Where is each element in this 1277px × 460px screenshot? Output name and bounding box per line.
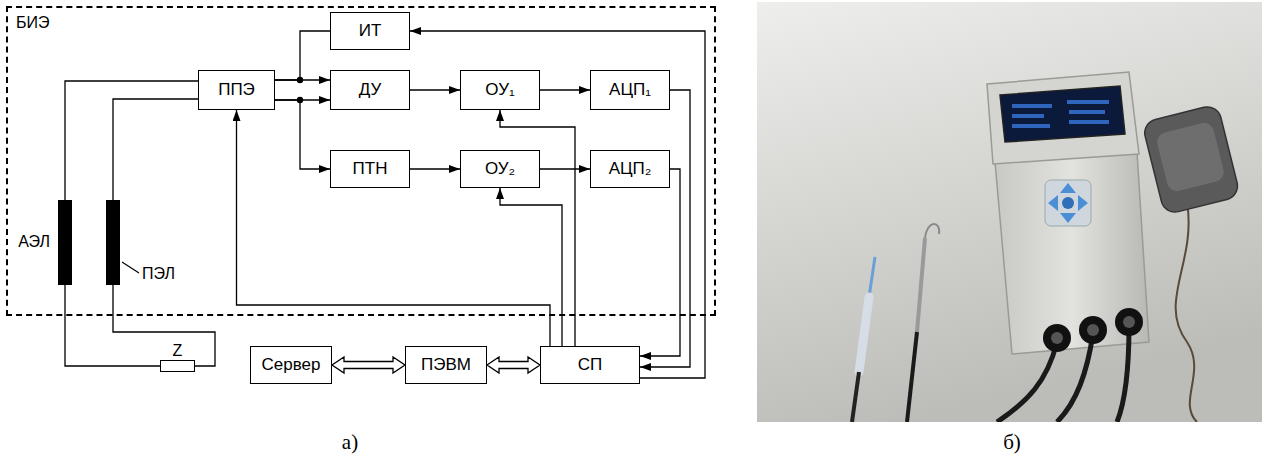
block-label: ИТ [359, 21, 382, 41]
function-block: ИТ [330, 12, 410, 50]
block-label: ПТН [353, 159, 388, 179]
keypad [1045, 180, 1091, 226]
wire [275, 31, 330, 80]
signal-arrow [640, 169, 680, 356]
load-impedance: Z [160, 360, 195, 372]
block-label: ПЭВМ [421, 355, 471, 375]
function-block: ОУ₁ [460, 70, 540, 110]
function-block: ОУ₂ [460, 150, 540, 188]
function-block: ППЭ [198, 70, 275, 110]
signal-arrow [500, 188, 562, 346]
function-block: ПТН [330, 150, 410, 188]
block-label: Сервер [262, 355, 321, 375]
function-block: ПЭВМ [405, 346, 487, 384]
block-label: ОУ₁ [485, 80, 514, 100]
function-block: СП [540, 346, 640, 384]
function-block: АЦП₂ [590, 150, 670, 188]
part-label: Z [173, 341, 183, 360]
function-block: ДУ [330, 70, 410, 110]
subfigure-label: б) [1003, 430, 1021, 454]
signal-arrow [237, 110, 551, 346]
data-link-arrow [332, 357, 405, 373]
part-label: ПЭЛ [142, 264, 175, 283]
signal-arrow [540, 89, 590, 90]
signal-arrow [410, 168, 460, 169]
block-label: АЦП₂ [609, 159, 652, 179]
device-photo [757, 2, 1262, 422]
block-label: СП [578, 355, 603, 375]
signal-arrow [410, 31, 705, 378]
probe-wire [907, 224, 939, 422]
part-label: АЭЛ [18, 232, 50, 251]
electrode: ПЭЛ [106, 200, 120, 285]
block-label: ДУ [359, 80, 382, 100]
photo-background [757, 2, 1262, 422]
signal-arrow [540, 168, 590, 169]
electrode: АЭЛ [58, 200, 72, 285]
block-label: АЦП₁ [609, 80, 651, 100]
foot-pedal [1142, 104, 1241, 422]
function-block: АЦП₁ [590, 70, 670, 110]
wire [113, 99, 198, 200]
probe-pen [852, 257, 875, 422]
function-block: Сервер [250, 346, 332, 384]
wire [65, 81, 198, 200]
subfigure-label: а) [342, 430, 358, 454]
connectors [997, 308, 1143, 422]
signal-arrow [640, 90, 690, 367]
block-label: ППЭ [218, 80, 255, 100]
junction-dot [297, 97, 303, 103]
leader-line [122, 262, 139, 273]
signal-arrow [410, 89, 460, 90]
wire [113, 285, 215, 366]
junction-dot [297, 77, 303, 83]
block-label: ОУ₂ [485, 159, 515, 179]
signal-arrow [500, 110, 575, 346]
unit-boundary: БИЭ ИТ ППЭ ДУ ОУ₁ АЦП₁ ПТН ОУ₂ АЦП₂ АЭЛ ПЭЛ [6, 6, 716, 316]
signal-arrow [275, 100, 330, 169]
unit-heading: БИЭ [16, 13, 50, 32]
data-link-arrow [487, 357, 540, 373]
device-housing [987, 72, 1149, 354]
